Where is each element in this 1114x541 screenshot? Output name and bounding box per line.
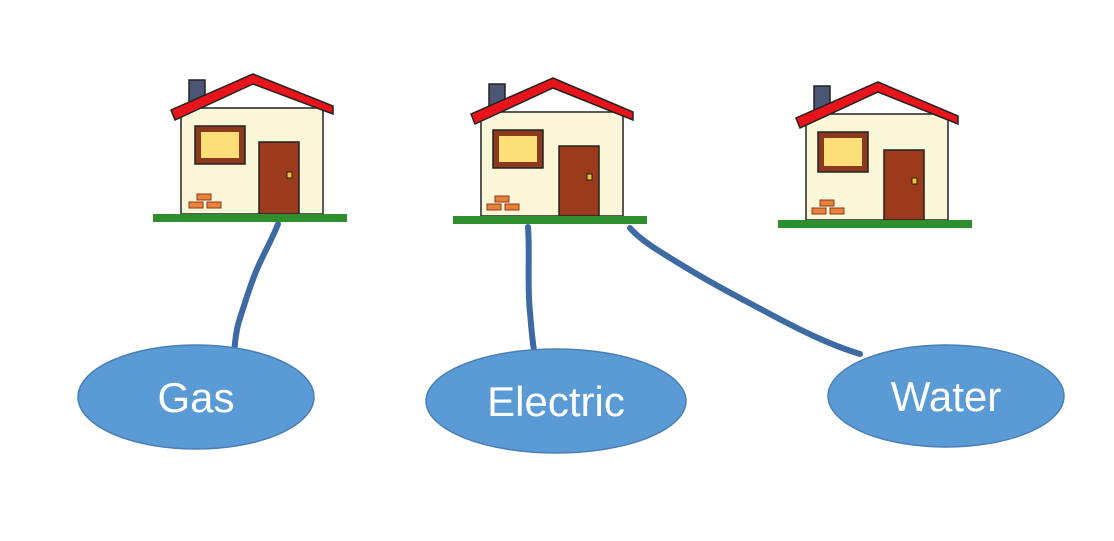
house-2 — [453, 77, 647, 224]
brick — [829, 207, 845, 215]
utility-electric: Electric — [425, 348, 687, 454]
roof — [470, 77, 634, 126]
connection-pipe-house-2-electric — [525, 224, 537, 353]
doorknob — [286, 171, 293, 179]
brick — [188, 201, 204, 209]
roof — [170, 73, 334, 122]
utility-gas-bubble — [77, 344, 315, 450]
brick — [494, 195, 510, 203]
utility-water-bubble — [827, 344, 1065, 448]
connection-pipe-house-2-water — [627, 225, 863, 357]
brick — [504, 203, 520, 211]
utility-gas-label: Gas — [157, 374, 234, 421]
ground — [453, 216, 647, 224]
window-glass — [499, 136, 537, 162]
window-glass — [824, 138, 862, 166]
utility-electric-bubble — [425, 348, 687, 454]
brick — [811, 207, 827, 215]
roof — [795, 81, 959, 130]
doorknob — [586, 173, 593, 181]
brick — [206, 201, 222, 209]
utility-water-label: Water — [891, 373, 1001, 420]
brick — [819, 199, 835, 207]
connection-pipe-house-1-gas — [231, 221, 281, 357]
house-3 — [778, 81, 972, 228]
utility-gas: Gas — [77, 344, 315, 450]
utility-electric-label: Electric — [487, 378, 625, 425]
door — [258, 141, 300, 215]
brick — [486, 203, 502, 211]
ground — [778, 220, 972, 228]
ground — [153, 214, 347, 222]
doorknob — [911, 177, 918, 185]
door — [883, 149, 925, 221]
utility-water: Water — [827, 344, 1065, 448]
brick — [196, 193, 212, 201]
door — [558, 145, 600, 217]
window-glass — [201, 132, 239, 158]
house-1 — [153, 73, 347, 222]
